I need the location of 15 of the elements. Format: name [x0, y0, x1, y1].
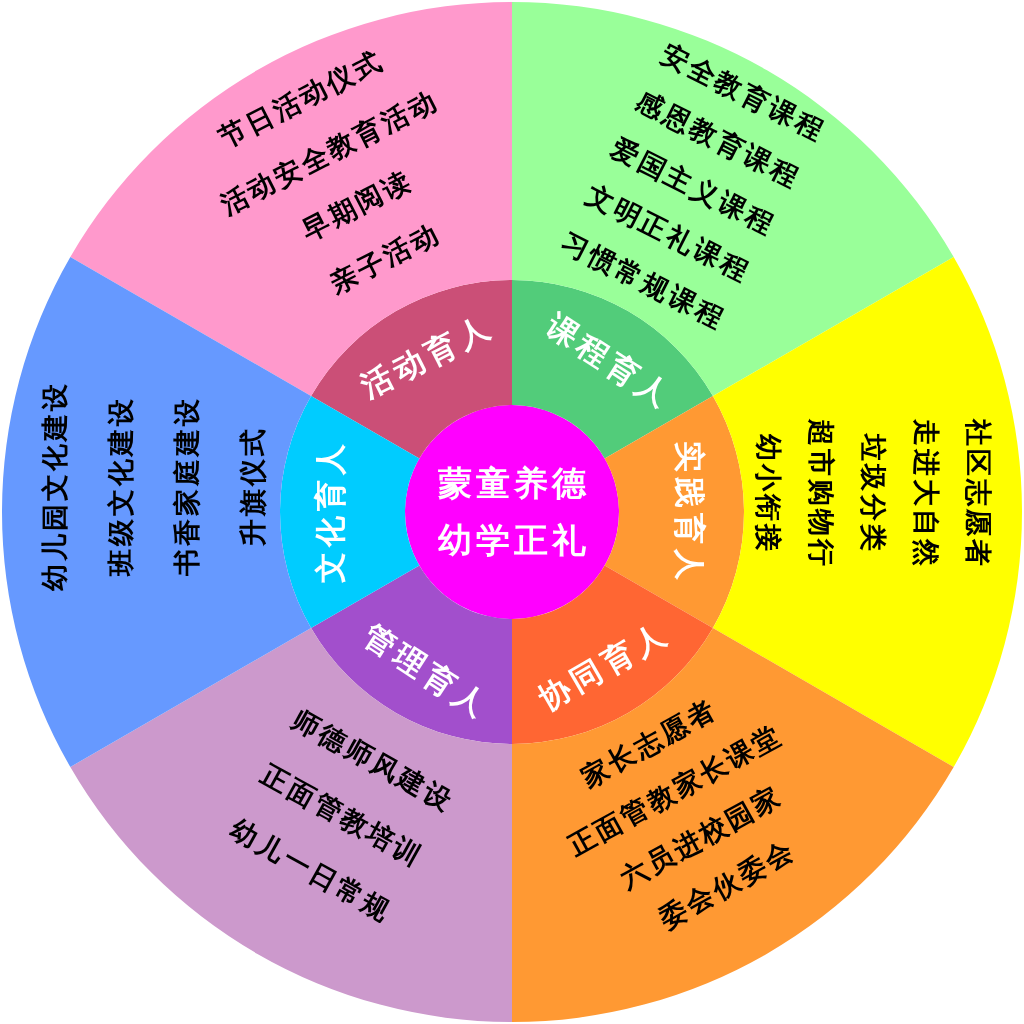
- segment-title: 实践育人: [672, 439, 708, 585]
- segment-item-text: 垃圾分类: [858, 432, 888, 554]
- segment-item-text: 幼小衔接: [753, 432, 783, 554]
- segment-item-text: 走进大自然: [910, 417, 941, 569]
- segment-item-text: 班级文化建设: [106, 395, 136, 579]
- segment-item-text: 社区志愿者: [963, 417, 993, 569]
- segment-title: 活动育人: [353, 308, 500, 406]
- segment-title: 管理育人: [355, 616, 497, 725]
- segment-item-text: 书香家庭建设: [172, 395, 202, 578]
- segment-item-text: 超市购物行: [805, 417, 836, 569]
- segment-item-text: 升旗仪式: [238, 425, 268, 548]
- segment-title: 文化育人: [312, 438, 348, 585]
- segment-item-text: 幼儿园文化建设: [40, 380, 70, 593]
- center-title: 蒙童养德: [437, 465, 590, 503]
- center-title: 幼学正礼: [437, 522, 590, 560]
